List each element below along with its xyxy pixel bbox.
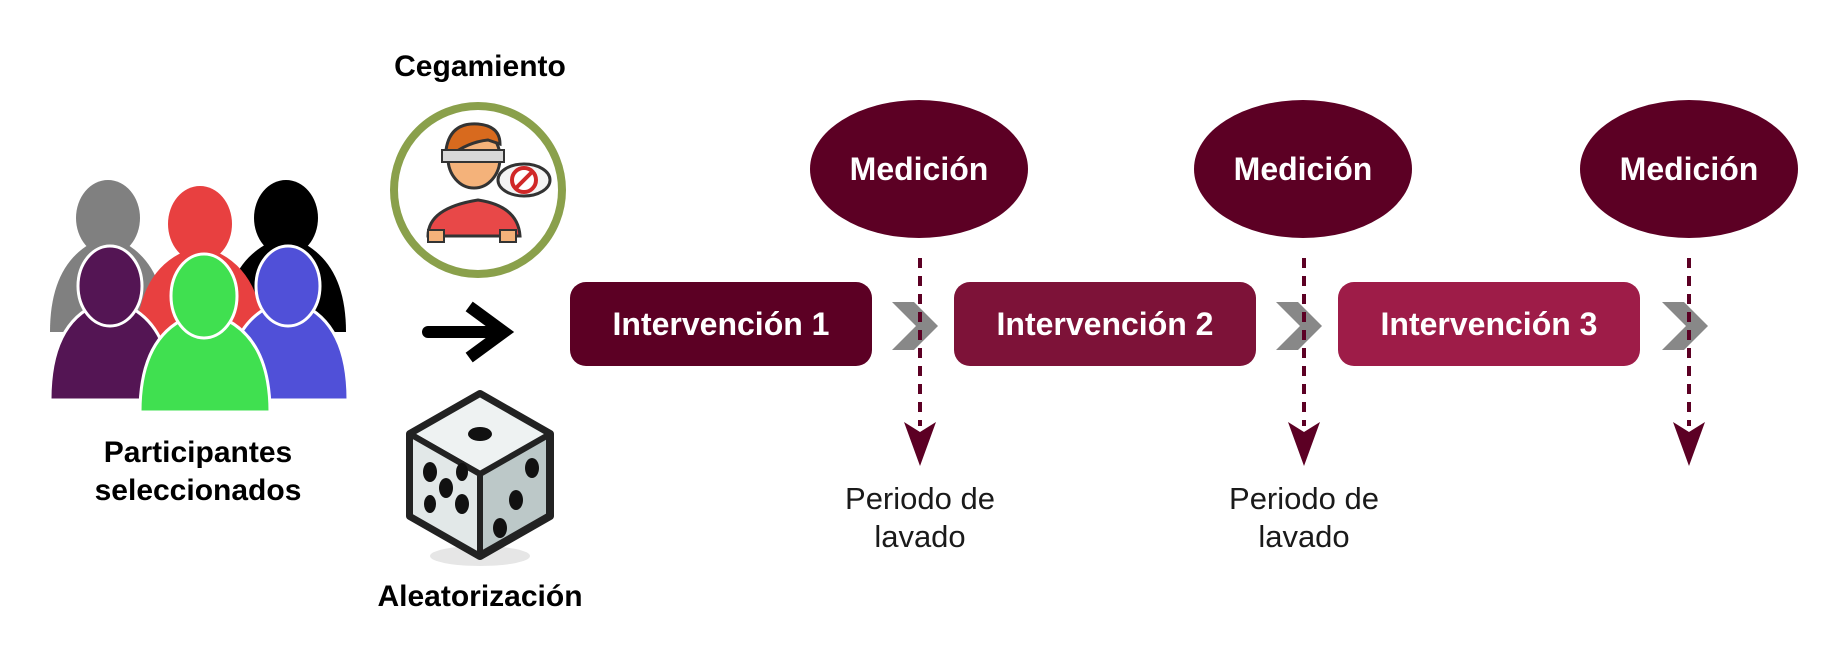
dashed-arrow-1-icon: [904, 258, 936, 466]
washout-2-line2: lavado: [1258, 519, 1350, 554]
intervention-3: Intervención 3: [1338, 282, 1640, 366]
washout-2-line1: Periodo de: [1229, 481, 1379, 516]
measurement-1: Medición: [810, 100, 1028, 238]
blinding-icon: [390, 102, 566, 278]
participants-icon: [48, 180, 350, 414]
intervention-1: Intervención 1: [570, 282, 872, 366]
randomization-label: Aleatorización: [377, 580, 583, 613]
dice-icon: [406, 390, 554, 566]
washout-period-1: Periodo de lavado: [810, 480, 1030, 556]
intervention-2: Intervención 2: [954, 282, 1256, 366]
person-green: [138, 252, 272, 414]
measurement-2: Medición: [1194, 100, 1412, 238]
washout-period-2: Periodo de lavado: [1194, 480, 1414, 556]
dashed-arrow-2-icon: [1288, 258, 1320, 466]
washout-1-line2: lavado: [874, 519, 966, 554]
chevron-1-icon: [892, 302, 938, 350]
participants-label: Participantes seleccionados: [58, 434, 338, 510]
washout-1-line1: Periodo de: [845, 481, 995, 516]
chevron-3-icon: [1662, 302, 1708, 350]
measurement-3: Medición: [1580, 100, 1798, 238]
main-arrow-icon: [422, 301, 515, 363]
dashed-arrow-3-icon: [1673, 258, 1705, 466]
blinding-label: Cegamiento: [394, 50, 566, 83]
participants-label-line2: seleccionados: [94, 474, 302, 507]
participants-label-line1: Participantes: [103, 436, 293, 469]
chevron-2-icon: [1276, 302, 1322, 350]
